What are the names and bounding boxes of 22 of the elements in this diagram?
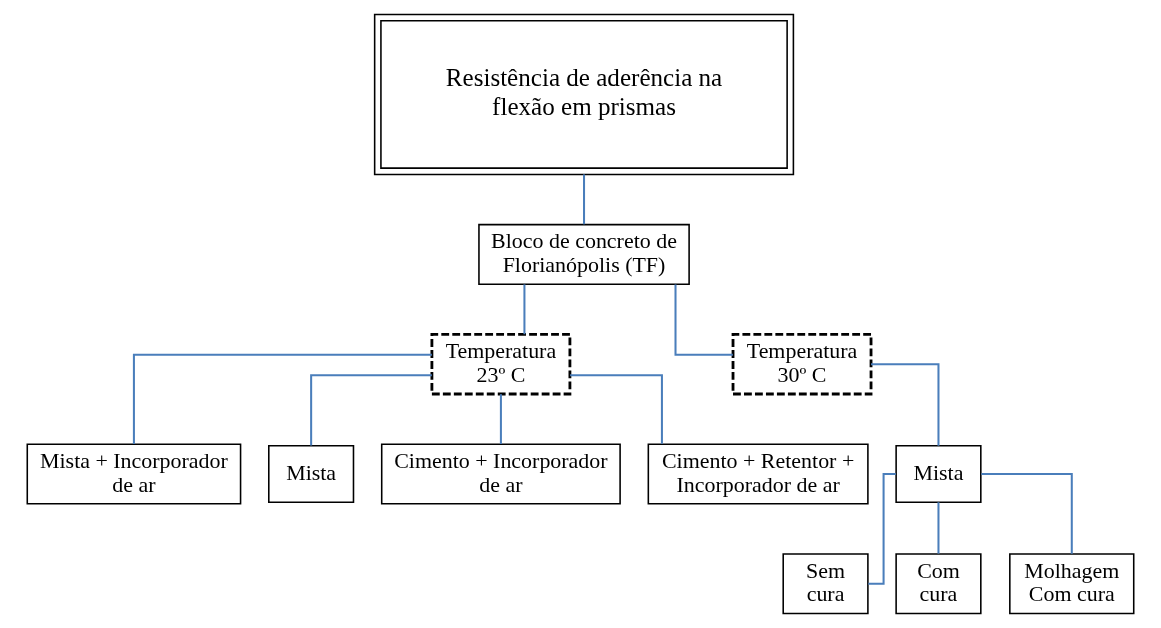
connector bbox=[937, 502, 940, 554]
node-box: Temperatura 23º C bbox=[430, 332, 572, 396]
connector bbox=[499, 394, 502, 444]
node-box: Sem cura bbox=[782, 553, 869, 615]
connector bbox=[981, 472, 1073, 554]
connector bbox=[132, 353, 432, 444]
connector bbox=[523, 284, 526, 335]
node-box: Cimento + Incorporador de ar bbox=[380, 443, 621, 505]
node-box: Com cura bbox=[895, 553, 982, 615]
connector bbox=[871, 363, 940, 446]
connector bbox=[583, 174, 586, 225]
node-box: Bloco de concreto de Florianópolis (TF) bbox=[478, 223, 690, 285]
node-box: Temperatura 30º C bbox=[731, 332, 873, 396]
connector bbox=[570, 374, 663, 444]
connector bbox=[310, 374, 432, 446]
node-box: Resistência de aderência na flexão em prismas bbox=[373, 13, 795, 176]
node-box: Mista bbox=[895, 444, 982, 503]
node-box: Mista + Incorporador de ar bbox=[26, 443, 242, 505]
connector bbox=[674, 284, 733, 356]
node-box: Cimento + Retentor + Incorporador de ar bbox=[647, 443, 869, 505]
node-box: Molhagem Com cura bbox=[1009, 553, 1135, 615]
node-box: Mista bbox=[268, 444, 355, 503]
